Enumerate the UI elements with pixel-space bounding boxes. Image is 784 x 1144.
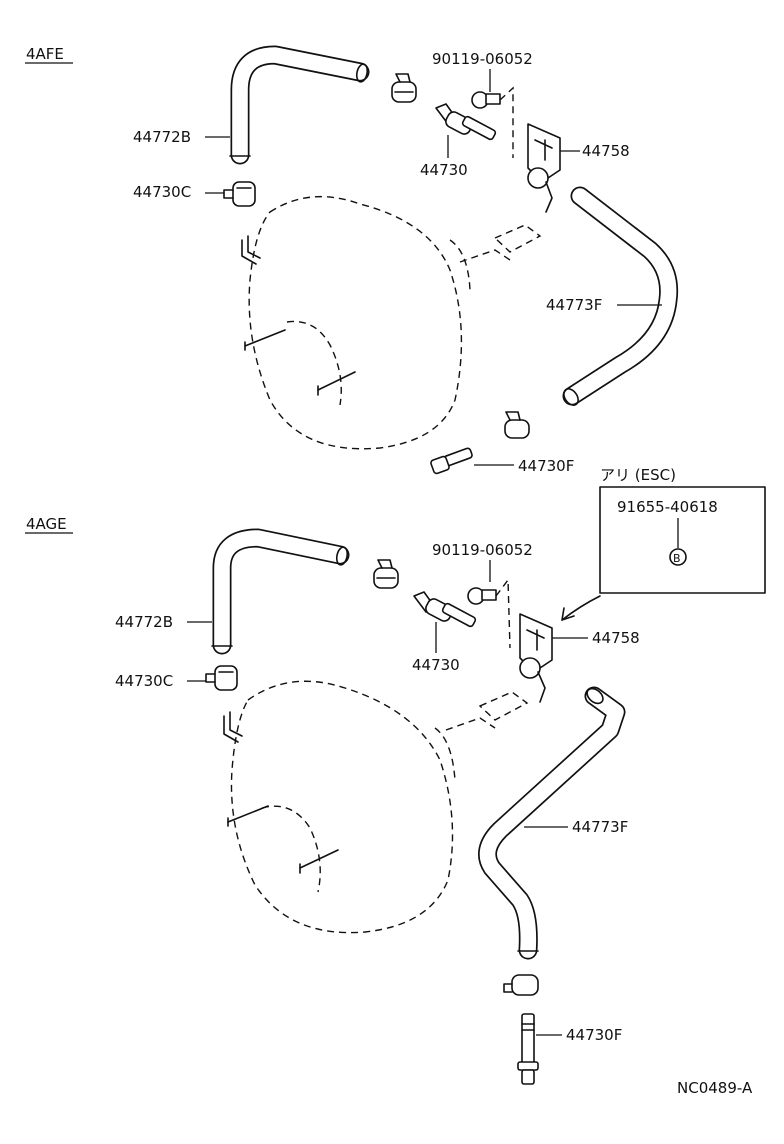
label-44730f-4afe: 44730F <box>518 457 574 475</box>
esc-note-box: アリ (ESC) 91655-40618 B <box>561 466 766 621</box>
label-44773f-4afe: 44773F <box>546 296 602 314</box>
label-44730-4afe: 44730 <box>420 161 468 179</box>
esc-title: アリ (ESC) <box>600 466 676 484</box>
engine-label-4age: 4AGE <box>26 515 67 533</box>
check-valve-44730-4age <box>413 591 477 628</box>
bolt-90119-4afe <box>471 91 501 109</box>
label-44730c-4afe: 44730C <box>133 183 191 201</box>
bracket-44758-4afe <box>527 123 561 213</box>
brake-booster-4age <box>223 680 529 934</box>
label-44772b-4afe: 44772B <box>133 128 191 146</box>
union-44730f-4age <box>517 1013 539 1085</box>
label-44772b-4age: 44772B <box>115 613 173 631</box>
clamp-44730c-4afe <box>223 181 256 207</box>
label-44730-4age: 44730 <box>412 656 460 674</box>
engine-label-4afe: 4AFE <box>26 45 64 63</box>
bolt-90119-4age <box>467 587 497 605</box>
hose-44773f-4afe <box>562 186 679 406</box>
diagram-code: NC0489-A <box>677 1079 753 1097</box>
hose-clip-bottom-4afe <box>504 411 530 439</box>
label-44758-4age: 44758 <box>592 629 640 647</box>
check-valve-44730-4afe <box>435 103 497 141</box>
label-44773f-4age: 44773F <box>572 818 628 836</box>
hose-clip-top-4afe <box>391 73 417 103</box>
esc-marker-circle <box>669 548 687 566</box>
label-90119-4age: 90119-06052 <box>432 541 533 559</box>
union-44730f-4afe <box>430 447 473 475</box>
hose-clip-bottom-4age <box>503 974 539 996</box>
section-4age: 4AGE 44772B 44730C 90119-06052 <box>25 515 640 1085</box>
clamp-44730c-4age <box>205 665 238 691</box>
label-44758-4afe: 44758 <box>582 142 630 160</box>
section-4afe: 4AFE 44772B 44730C 90119-06052 <box>25 45 679 475</box>
hose-44773f-4age <box>478 686 626 960</box>
esc-part-number: 91655-40618 <box>617 498 718 516</box>
brake-booster-4afe <box>241 195 542 450</box>
label-44730f-4age: 44730F <box>566 1026 622 1044</box>
hose-44772b-4age <box>211 528 350 655</box>
label-90119-4afe: 90119-06052 <box>432 50 533 68</box>
hose-44772b-4afe <box>229 45 370 165</box>
hose-clip-top-4age <box>373 559 399 589</box>
label-44730c-4age: 44730C <box>115 672 173 690</box>
bracket-44758-4age <box>519 613 553 703</box>
esc-marker: B <box>673 552 681 565</box>
